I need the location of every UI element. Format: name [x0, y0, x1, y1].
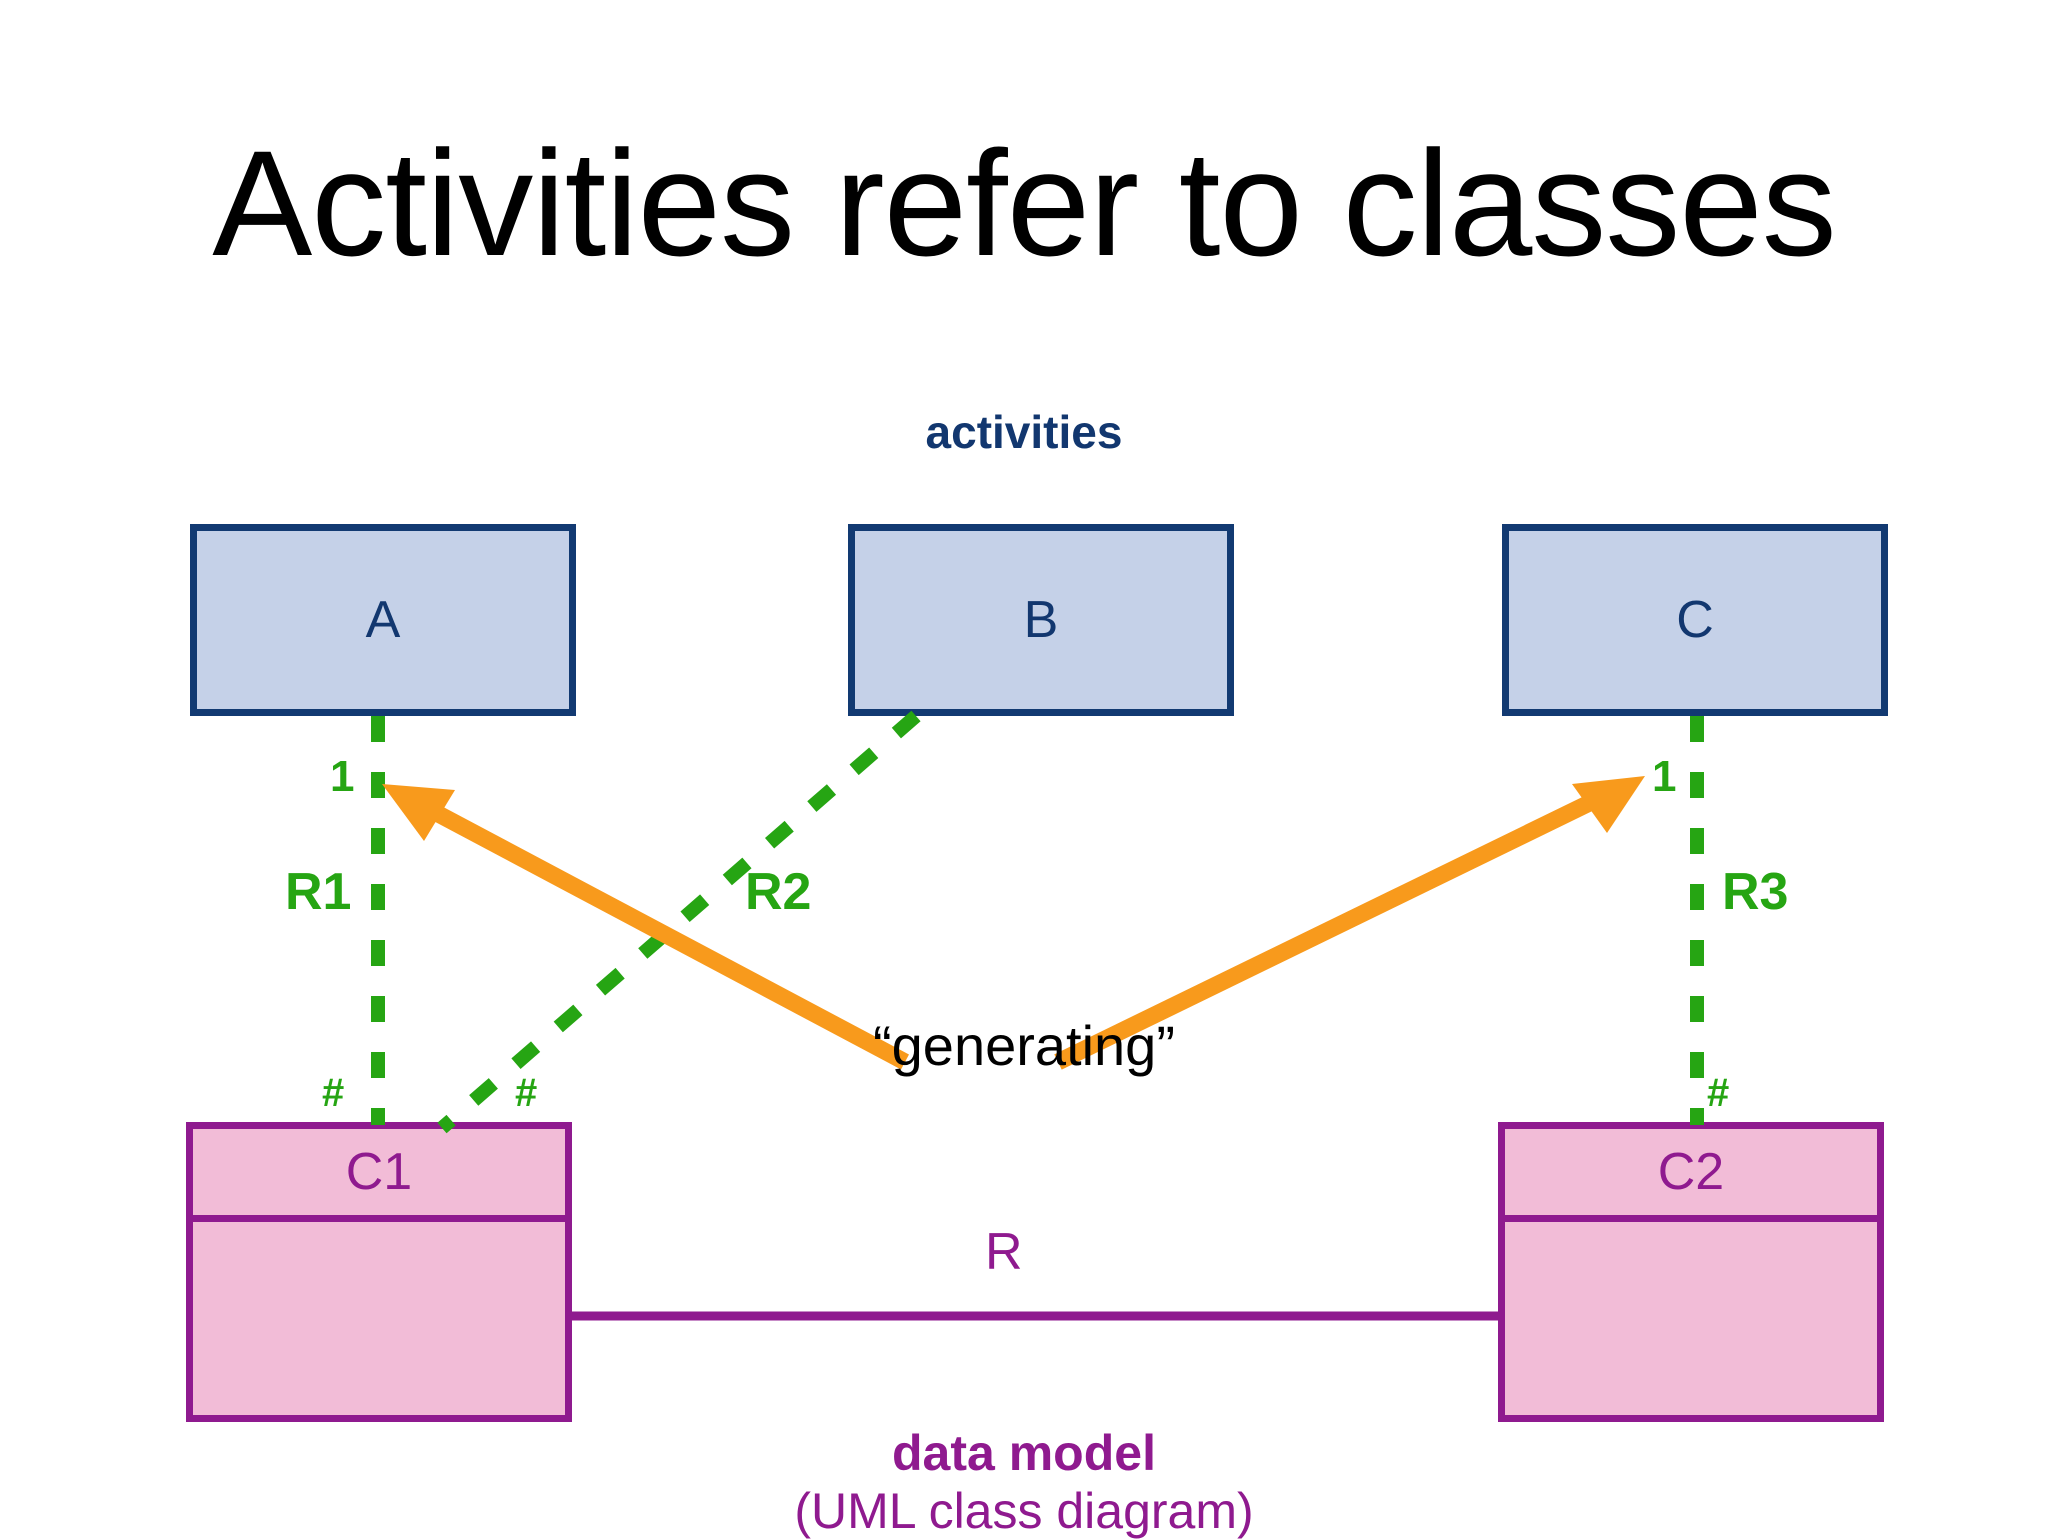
- class-box-c1[interactable]: C1: [186, 1122, 572, 1422]
- activity-box-b[interactable]: B: [848, 524, 1234, 716]
- reference-label-r2: R2: [745, 863, 812, 921]
- activity-box-b-label: B: [1023, 591, 1059, 649]
- page-title: Activities refer to classes: [212, 119, 1837, 287]
- key-marker-mid: #: [515, 1071, 538, 1115]
- reference-label-r3: R3: [1722, 863, 1789, 921]
- data-model-caption-line2: (UML class diagram): [794, 1483, 1254, 1539]
- generating-label: “generating”: [873, 1014, 1175, 1077]
- reference-label-r1: R1: [285, 863, 352, 921]
- class-box-c2-name: C2: [1505, 1129, 1877, 1222]
- activities-group-label: activities: [925, 406, 1123, 458]
- activity-box-a-label: A: [365, 591, 401, 649]
- activity-box-c-label: C: [1676, 591, 1714, 649]
- data-model-caption-line1: data model: [892, 1425, 1156, 1481]
- activity-box-a[interactable]: A: [190, 524, 576, 716]
- multiplicity-right: 1: [1652, 752, 1677, 801]
- activity-box-c[interactable]: C: [1502, 524, 1888, 716]
- class-box-c2[interactable]: C2: [1498, 1122, 1884, 1422]
- class-box-c1-name: C1: [193, 1129, 565, 1222]
- multiplicity-left: 1: [330, 752, 355, 801]
- key-marker-left: #: [322, 1071, 345, 1115]
- key-marker-right: #: [1707, 1071, 1730, 1115]
- association-label-r: R: [985, 1223, 1023, 1281]
